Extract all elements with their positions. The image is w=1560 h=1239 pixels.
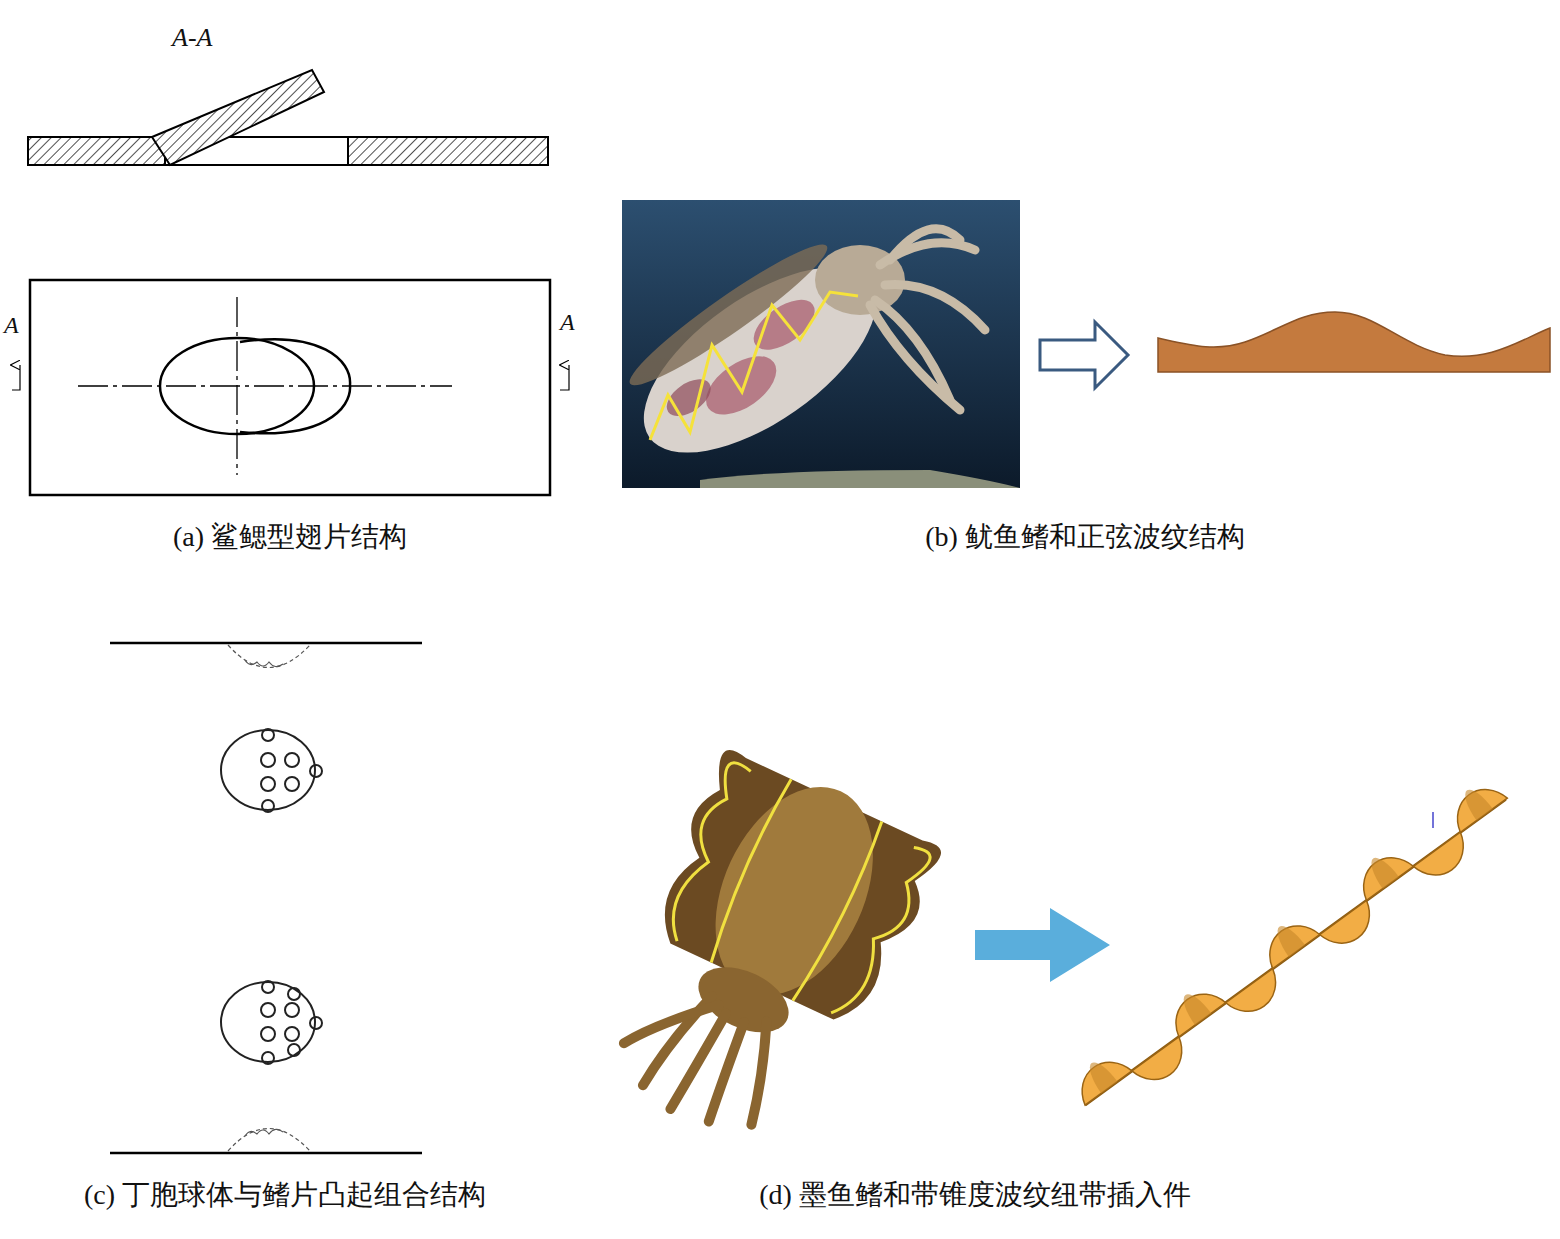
subfigure-caption: (c) 丁胞球体与鳍片凸起组合结构	[84, 1176, 486, 1214]
subfigure-caption: (d) 墨鱼鳍和带锥度波纹纽带插入件	[759, 1176, 1191, 1214]
subfigure-caption: (b) 鱿鱼鳍和正弦波纹结构	[925, 518, 1245, 556]
subfigure-caption: (a) 鲨鳃型翅片结构	[173, 518, 407, 556]
section-label: A	[4, 312, 19, 339]
section-label: A	[560, 309, 575, 336]
section-label: A-A	[172, 23, 212, 53]
